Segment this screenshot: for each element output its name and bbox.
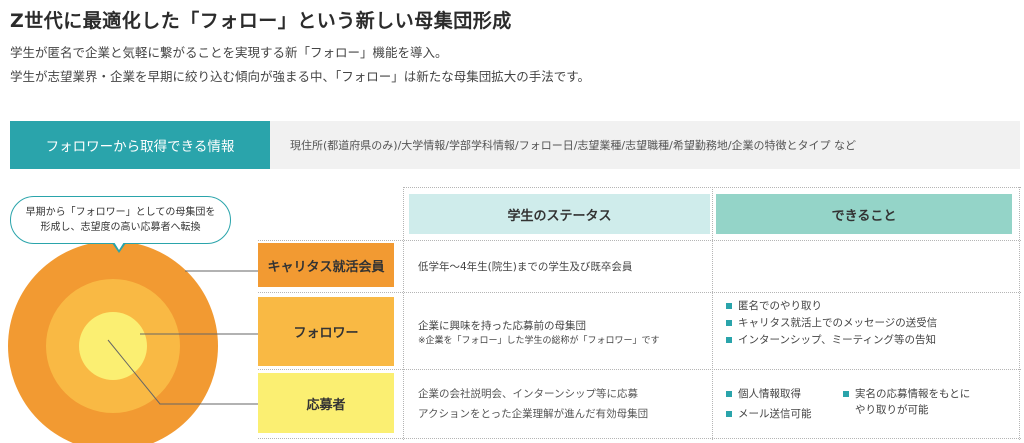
can-item: メール送信可能: [726, 406, 812, 422]
row-label-members: キャリタス就活会員: [258, 243, 394, 287]
column-divider: [1019, 187, 1020, 440]
bullet-square-icon: [726, 337, 732, 343]
column-header-can: できること: [716, 194, 1012, 234]
can-item: キャリタス就活上でのメッセージの送受信: [726, 315, 937, 331]
speech-bubble: 早期から「フォロワー」としての母集団を 形成し、志望度の高い応募者へ転換: [10, 196, 231, 244]
status-members: 低学年〜4年生(院生)までの学生及び既卒会員: [418, 261, 633, 273]
row-label-applicants: 応募者: [258, 373, 394, 433]
column-divider: [712, 187, 713, 440]
can-item: 匿名でのやり取り: [726, 298, 822, 314]
subtitle-line-2: 学生が志望業界・企業を早期に絞り込む傾向が強まる中、「フォロー」は新たな母集団拡…: [10, 69, 591, 84]
status-applicants-line-1: 企業の会社説明会、インターンシップ等に応募: [418, 388, 638, 400]
status-followers: 企業に興味を持った応募前の母集団 ※企業を「フォロー」した学生の総称が「フォロワ…: [418, 319, 660, 349]
subtitle-line-1: 学生が匿名で企業と気軽に繋がることを実現する新「フォロー」機能を導入。: [10, 45, 448, 60]
bubble-tail-inner: [114, 242, 124, 250]
connector-applicants: [107, 339, 258, 405]
bullet-square-icon: [726, 303, 732, 309]
bullet-square-icon: [843, 391, 849, 397]
status-followers-text: 企業に興味を持った応募前の母集団: [418, 320, 586, 332]
status-applicants-line-2: アクションをとった企業理解が進んだ有効母集団: [418, 408, 649, 420]
row-divider: [258, 292, 1021, 293]
row-label-followers: フォロワー: [258, 297, 394, 366]
bubble-line-2: 形成し、志望度の高い応募者へ転換: [40, 222, 201, 233]
row-divider: [258, 240, 1021, 241]
info-text: 現住所(都道府県のみ)/大学情報/学部学科情報/フォロー日/志望業種/志望職種/…: [290, 139, 857, 152]
can-item: 個人情報取得: [726, 386, 801, 402]
bubble-line-1: 早期から「フォロワー」としての母集団を: [25, 207, 216, 218]
bullet-square-icon: [726, 391, 732, 397]
info-label: フォロワーから取得できる情報: [10, 121, 270, 169]
can-item: 実名の応募情報をもとに やり取りが可能: [843, 386, 970, 418]
row-divider: [258, 369, 1021, 370]
status-applicants: 企業の会社説明会、インターンシップ等に応募 アクションをとった企業理解が進んだ有…: [418, 384, 648, 424]
column-header-status: 学生のステータス: [409, 194, 710, 234]
info-bar: フォロワーから取得できる情報 現住所(都道府県のみ)/大学情報/学部学科情報/フ…: [10, 121, 1020, 169]
bullet-square-icon: [726, 411, 732, 417]
status-followers-note: ※企業を「フォロー」した学生の総称が「フォロワー」です: [418, 336, 660, 346]
bullet-square-icon: [726, 320, 732, 326]
can-item: インターンシップ、ミーティング等の告知: [726, 332, 936, 348]
row-divider: [258, 438, 1021, 439]
page-title: Z世代に最適化した「フォロー」という新しい母集団形成: [10, 10, 512, 32]
